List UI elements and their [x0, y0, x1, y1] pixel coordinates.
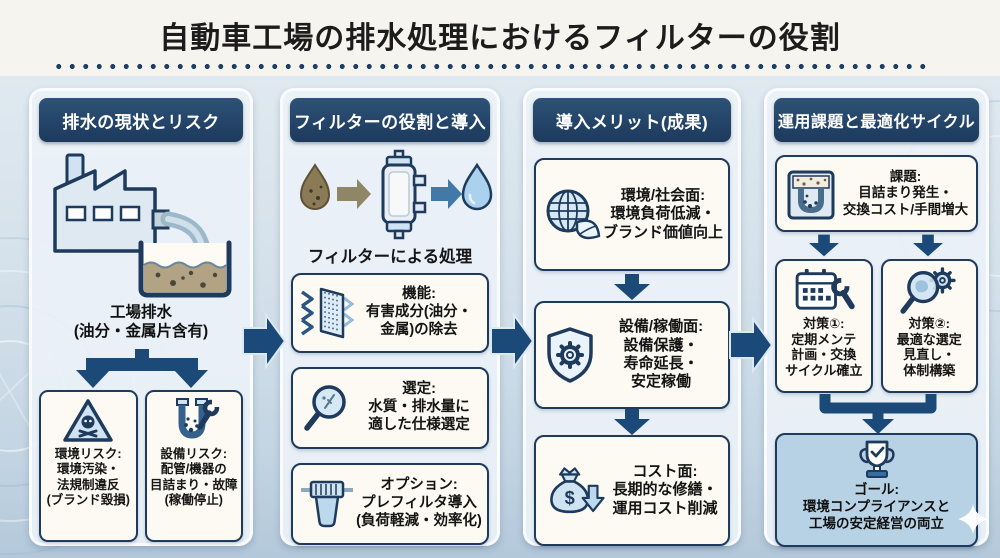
- option-text: オプション: プレフィルタ導入 (負荷軽減・効率化): [356, 477, 482, 529]
- environment-merit-box: 環境/社会面: 環境負荷低減・ ブランド価値向上: [534, 158, 730, 271]
- col3-header: 導入メリット(成果): [533, 98, 731, 142]
- diagram-canvas: 排水の現状とリスク 工場排水 (油分・金属片含有): [0, 76, 1000, 558]
- selection-text: 選定: 水質・排水量に 適した仕様選定: [368, 381, 470, 433]
- flow-arrow-col1-col2: [242, 312, 286, 370]
- measure1-box: 対策①: 定期メンテ 計画・交換 サイクル確立: [775, 259, 873, 393]
- flow-arrow-col3-col4: [729, 316, 773, 374]
- calendar-wrench-icon: [795, 268, 855, 310]
- panel-filter-role: フィルターの役割と導入 フィルターによる処理: [280, 88, 500, 546]
- dollar-glyph: $: [565, 487, 575, 508]
- goal-box: ゴール: 環境コンプライアンスと 工場の安定経営の両立: [775, 433, 978, 547]
- col2-header: フィルターの役割と導入: [290, 98, 490, 142]
- wastewater-caption: 工場排水 (油分・金属片含有): [73, 304, 209, 341]
- col4-header: 運用課題と最適化サイクル: [774, 98, 979, 142]
- title-bar: 自動車工場の排水処理におけるフィルターの役割: [0, 0, 1000, 76]
- sparkle-decoration: [958, 504, 988, 534]
- col1-header: 排水の現状とリスク: [39, 98, 243, 142]
- goal-text: ゴール: 環境コンプライアンスと 工場の安定経営の両立: [802, 482, 951, 531]
- clogged-drain-icon: [782, 166, 840, 222]
- merge-connector-arrow: [819, 394, 937, 434]
- down-arrow: [913, 234, 943, 257]
- option-box: オプション: プレフィルタ導入 (負荷軽減・効率化): [291, 463, 489, 545]
- equipment-merit-box: 設備/稼働面: 設備保護・ 寿命延長・ 安定稼働: [534, 301, 730, 409]
- environment-risk-box: 環境リスク: 環境汚染・ 法規制違反 (ブランド毀損): [39, 390, 138, 542]
- equipment-merit-text: 設備/稼働面: 設備保護・ 寿命延長・ 安定稼働: [618, 318, 704, 391]
- cost-merit-box: $ コスト面: 長期的な修繕・ 運用コスト削減: [534, 435, 730, 546]
- branch-arrow: [76, 349, 208, 388]
- mesh-screen-icon: [298, 284, 356, 342]
- measure1-text: 対策①: 定期メンテ 計画・交換 サイクル確立: [785, 316, 863, 378]
- risk-boxes: 環境リスク: 環境汚染・ 法規制違反 (ブランド毀損) 設備リスク: 配管/機器…: [39, 390, 243, 542]
- panel-wastewater-risks: 排水の現状とリスク 工場排水 (油分・金属片含有): [29, 88, 253, 546]
- trophy-check-icon: [858, 440, 895, 478]
- equipment-risk-box: 設備リスク: 配管/機器の 目詰まり・故障 (稼働停止): [144, 390, 243, 542]
- function-box: 機能: 有害成分(油分・ 金属)の除去: [291, 273, 489, 353]
- magnifier-icon: [298, 381, 356, 435]
- measure2-box: 対策②: 最適な選定 見直し・ 体制構築: [880, 259, 978, 393]
- dotted-divider: [52, 63, 932, 70]
- money-bag-icon: $: [541, 463, 607, 519]
- flow-arrow-col2-col3: [490, 312, 534, 370]
- globe-leaf-icon: [541, 186, 603, 244]
- issue-text: 課題: 目詰まり発生・ 交換コスト/手間増大: [842, 168, 969, 217]
- environment-merit-text: 環境/社会面: 環境負荷低減・ ブランド価値向上: [603, 187, 724, 241]
- function-text: 機能: 有害成分(油分・ 金属)の除去: [365, 286, 473, 338]
- factory-wastewater-illustration: [53, 153, 232, 298]
- prefilter-cartridge-icon: [298, 476, 356, 532]
- hazard-skull-icon: [63, 399, 113, 442]
- down-arrow: [614, 409, 650, 435]
- down-arrow: [809, 234, 839, 257]
- equipment-risk-text: 設備リスク: 配管/機器の 目詰まり・故障 (稼働停止): [149, 447, 238, 507]
- down-arrow: [614, 274, 650, 300]
- panel-operation-cycle: 運用課題と最適化サイクル 課題: 目詰まり発生・ 交換コスト/手間増大: [764, 88, 989, 547]
- cost-merit-text: コスト面: 長期的な修繕・ 運用コスト削減: [612, 463, 718, 517]
- measure-boxes: 対策①: 定期メンテ 計画・交換 サイクル確立 対策②: 最適な選定 見直し・ …: [775, 259, 978, 393]
- shield-gear-icon: [541, 326, 599, 384]
- selection-box: 選定: 水質・排水量に 適した仕様選定: [291, 367, 489, 449]
- clogged-pipe-wrench-icon: [175, 398, 220, 439]
- environment-risk-text: 環境リスク: 環境汚染・ 法規制違反 (ブランド毀損): [46, 447, 130, 507]
- filtering-process-illustration: [299, 149, 493, 240]
- filtering-caption: フィルターによる処理: [307, 248, 473, 266]
- panel-merits: 導入メリット(成果) 環境/社会面: 環境負荷低減・ ブランド価値向上: [523, 88, 741, 546]
- measure2-text: 対策②: 最適な選定 見直し・ 体制構築: [896, 316, 962, 378]
- magnifier-gear-icon: [900, 267, 956, 314]
- page-title: 自動車工場の排水処理におけるフィルターの役割: [159, 22, 841, 55]
- issue-box: 課題: 目詰まり発生・ 交換コスト/手間増大: [775, 155, 978, 232]
